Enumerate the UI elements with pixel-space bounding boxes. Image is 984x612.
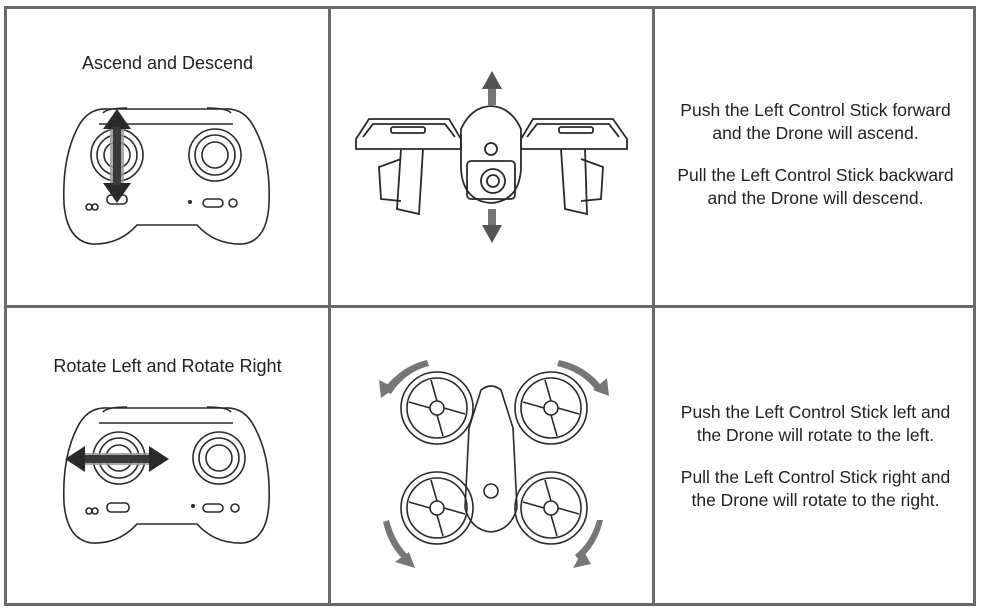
desc-line: Push the Left Control Stick forward [680,100,951,120]
drone-front-view-icon [355,71,628,243]
row2-controller-cell: Rotate Left and Rotate Right [7,308,328,603]
row1-title: Ascend and Descend [81,53,254,73]
controller-icon [62,406,271,544]
desc-line: Pull the Left Control Stick right and [680,467,951,487]
desc-line: the Drone will rotate to the left. [696,425,935,445]
row2-title: Rotate Left and Rotate Right [53,356,282,376]
row2-description-cell: Push the Left Control Stick left and the… [655,308,976,603]
rotation-arrow-icon [379,360,609,568]
row2-description: Push the Left Control Stick left and the… [655,401,976,512]
controller-icon [62,107,271,245]
desc-line: and the Drone will ascend. [712,123,919,143]
desc-line: the Drone will rotate to the right. [691,490,940,510]
row2-drone-cell [331,308,652,603]
instruction-table: Ascend and Descend [4,6,976,606]
row-divider [7,305,973,308]
up-down-arrow-icon [103,109,131,203]
desc-line: and the Drone will descend. [707,188,924,208]
left-right-arrow-icon [65,446,169,472]
row1-controller-cell: Ascend and Descend [7,9,328,305]
drone-top-view-icon [379,360,609,568]
desc-line: Pull the Left Control Stick backward [677,165,954,185]
row1-drone-cell [331,9,652,305]
row1-description-cell: Push the Left Control Stick forward and … [655,9,976,305]
up-down-arrow-icon [482,71,502,243]
row1-description: Push the Left Control Stick forward and … [655,99,976,210]
desc-line: Push the Left Control Stick left and [680,402,951,422]
